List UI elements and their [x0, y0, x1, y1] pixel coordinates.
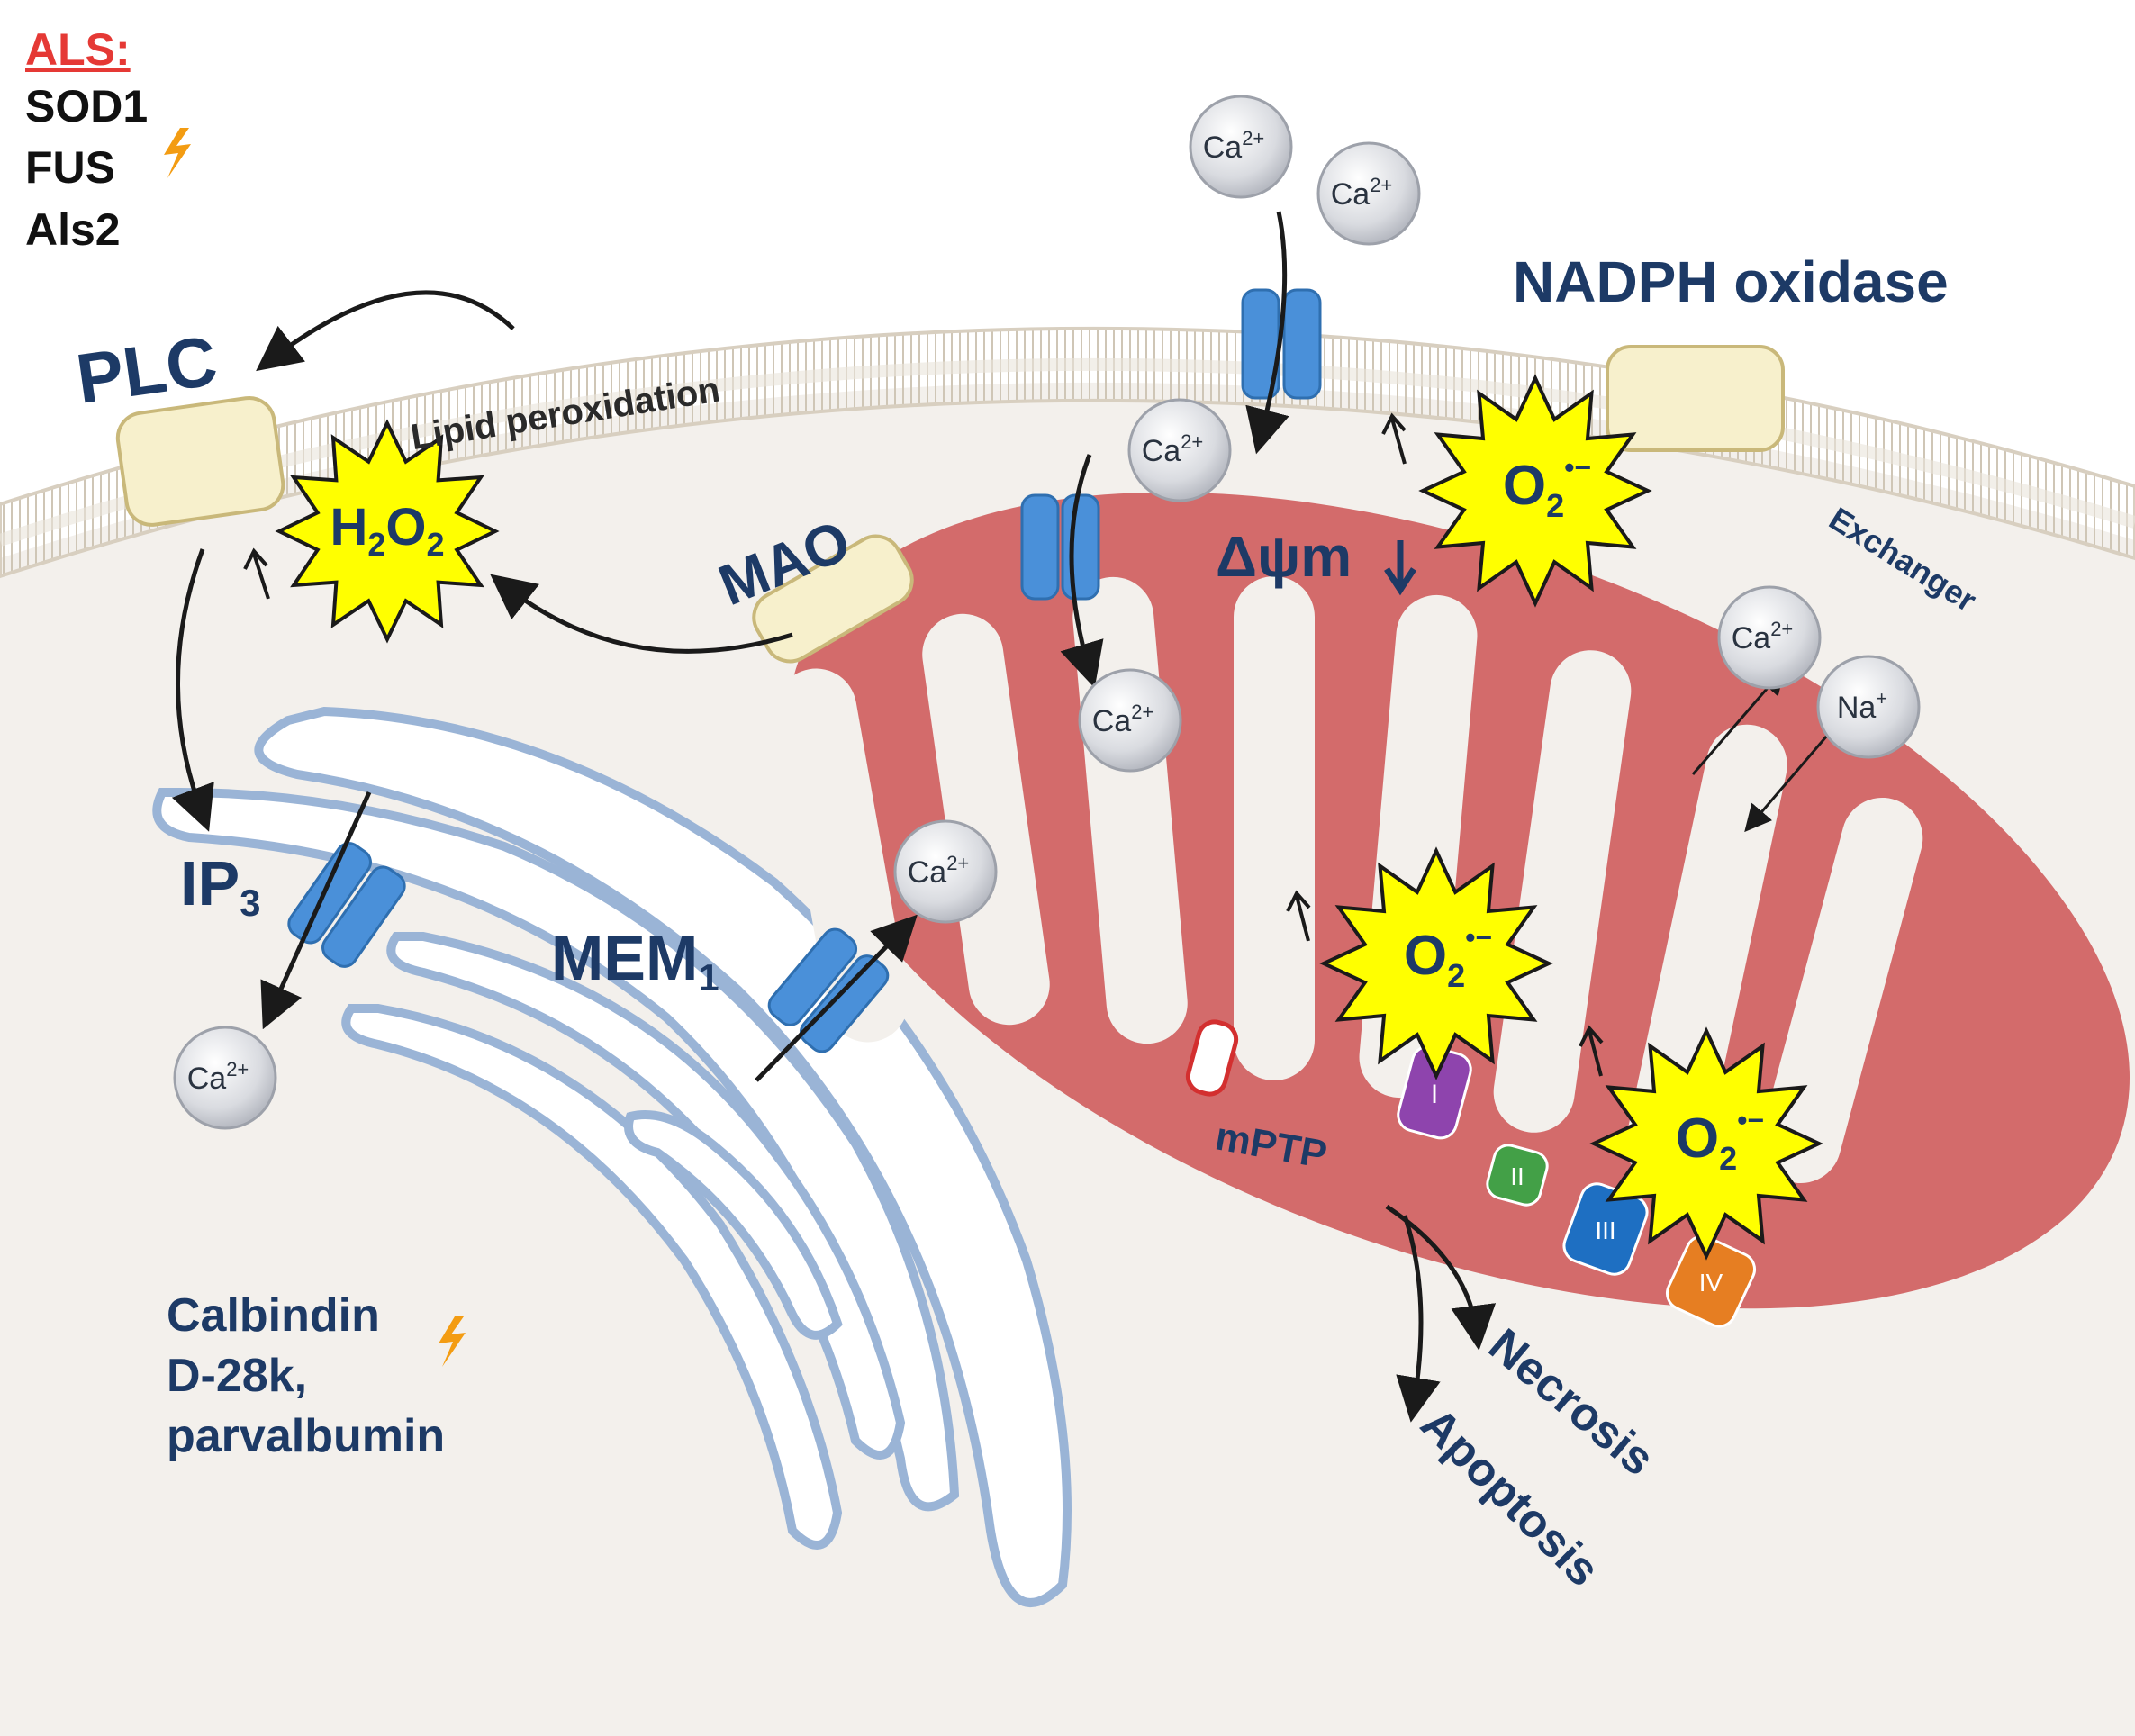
- complex-III: III: [1562, 1182, 1649, 1276]
- svg-text:III: III: [1595, 1216, 1615, 1244]
- delta-psi-label: Δψm: [1216, 524, 1352, 589]
- down-arrow-icon: [1384, 540, 1416, 596]
- als-title: ALS:: [25, 24, 131, 75]
- svg-text:H2O2: H2O2: [330, 498, 444, 563]
- arrow-mao-to-h2o2: [490, 574, 793, 654]
- svg-text:Ca2+: Ca2+: [1092, 701, 1154, 738]
- up-arrow-h2o2: [243, 547, 270, 600]
- ca-ion: Ca2+: [1127, 398, 1232, 502]
- arrow-ca-release-er: [260, 791, 372, 1030]
- ca-ion: Ca2+: [1189, 95, 1293, 199]
- ros-superoxide-nadph: O2•−: [1418, 374, 1652, 608]
- svg-text:Na+: Na+: [1837, 687, 1887, 725]
- svg-text:O2•−: O2•−: [1404, 921, 1492, 994]
- svg-text:Ca2+: Ca2+: [1331, 174, 1393, 212]
- lightning-icon: [164, 128, 191, 178]
- mptp-pore: [1185, 1019, 1239, 1097]
- arrow-mptp-apoptosis: [1396, 1215, 1441, 1423]
- up-arrow-nadph-o2: [1381, 412, 1407, 465]
- ros-superoxide-complex-i: O2•−: [1319, 846, 1553, 1080]
- calbindin-label-line1: Calbindin: [167, 1289, 380, 1342]
- svg-text:O2•−: O2•−: [1503, 451, 1591, 524]
- nadph-oxidase-protein: [1606, 345, 1785, 452]
- nadph-oxidase-label: NADPH oxidase: [1513, 249, 1949, 314]
- gene-fus: FUS: [25, 142, 115, 193]
- plasma-membrane-ca-channel: [1241, 288, 1322, 400]
- na-ion-exchanger: Na+: [1816, 655, 1921, 759]
- ca-ion: Ca2+: [1316, 141, 1421, 246]
- svg-text:Ca2+: Ca2+: [1732, 618, 1794, 656]
- svg-text:Ca2+: Ca2+: [187, 1058, 249, 1096]
- plasma-membrane: [0, 326, 2135, 579]
- ca-ion: Ca2+: [1078, 668, 1182, 773]
- complex-II: II: [1486, 1144, 1549, 1207]
- plc-label: PLC: [72, 321, 222, 419]
- arrow-plc-to-ip3: [171, 548, 214, 832]
- endoplasmic-reticulum: [152, 706, 1072, 1607]
- mem-label: MEM1: [551, 923, 719, 999]
- ca-ion: Ca2+: [893, 819, 998, 924]
- ip3-label: IP3: [180, 848, 261, 924]
- ca-ion-exchanger: Ca2+: [1717, 585, 1822, 690]
- up-arrow-complex-iii-o2: [1579, 1025, 1604, 1077]
- respiratory-complexes: I II III IV: [1397, 1044, 1757, 1328]
- calbindin-label-line3: parvalbumin: [167, 1410, 445, 1462]
- svg-text:I: I: [1431, 1080, 1438, 1109]
- ros-superoxide-complex-iii: O2•−: [1589, 1026, 1823, 1261]
- svg-text:Ca2+: Ca2+: [908, 852, 970, 890]
- plc-protein: [115, 395, 285, 527]
- arrow-ca-into-mito-from-er: [755, 914, 918, 1082]
- arrow-ca-influx: [1245, 211, 1289, 455]
- svg-text:II: II: [1510, 1162, 1524, 1190]
- up-arrow-complex-i-o2: [1286, 890, 1311, 942]
- gene-als2: Als2: [25, 204, 121, 255]
- arrow-ca-into-mito: [1060, 454, 1104, 689]
- calbindin-label-line2: D-28k,: [167, 1350, 307, 1402]
- svg-text:IV: IV: [1699, 1269, 1723, 1297]
- gene-sod1: SOD1: [25, 81, 148, 131]
- er-mito-channel: [767, 927, 890, 1053]
- ip3-receptor-channel: [287, 842, 406, 968]
- arrow-lipid-to-plc: [256, 290, 515, 372]
- svg-text:Ca2+: Ca2+: [1142, 430, 1204, 468]
- complex-IV: IV: [1665, 1234, 1757, 1328]
- mao-protein: [752, 534, 914, 664]
- ros-h2o2: H2O2: [275, 419, 500, 644]
- ca-ion: Ca2+: [173, 1026, 277, 1130]
- svg-text:O2•−: O2•−: [1676, 1104, 1764, 1177]
- lightning-icon: [439, 1316, 466, 1367]
- svg-text:Ca2+: Ca2+: [1203, 127, 1265, 165]
